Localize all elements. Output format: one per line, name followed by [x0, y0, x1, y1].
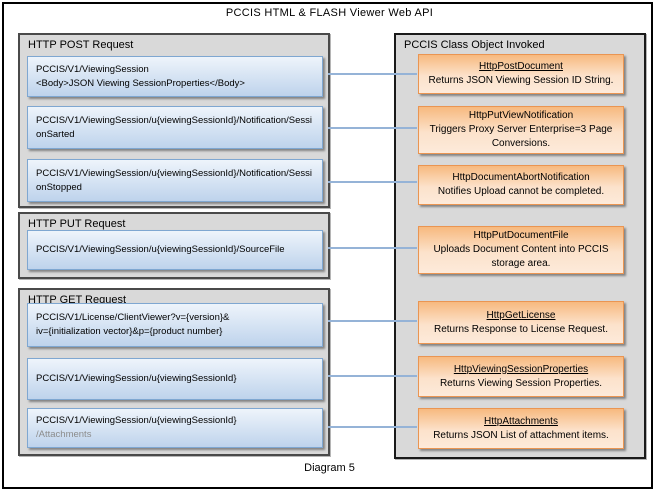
class-box-httpdocumentabortnotification: HttpDocumentAbortNotification Notifies U…: [418, 165, 624, 205]
class-description: Uploads Document Content into PCCIS stor…: [433, 244, 609, 269]
class-description: Returns JSON Viewing Session ID String.: [428, 75, 614, 86]
class-name: HttpDocumentAbortNotification: [452, 172, 590, 183]
pccis-class-object-panel: PCCIS Class Object Invoked HttpPostDocum…: [394, 33, 646, 459]
class-name: HttpPutDocumentFile: [473, 230, 569, 241]
request-box-sourcefile: PCCIS/V1/ViewingSession/u{viewingSession…: [27, 230, 323, 270]
class-description: Triggers Proxy Server Enterprise=3 Page …: [429, 124, 613, 149]
connector-line-viewingsessionproperties: [328, 375, 417, 377]
class-box-httpputviewnotification: HttpPutViewNotification Triggers Proxy S…: [418, 106, 624, 154]
http-get-request-panel: HTTP GET Request PCCIS/V1/License/Client…: [18, 288, 330, 456]
request-box-viewingsession-post: PCCIS/V1/ViewingSession <Body>JSON Viewi…: [27, 56, 323, 97]
request-box-notification-sessionstarted: PCCIS/V1/ViewingSession/u{viewingSession…: [27, 106, 323, 149]
class-name: HttpViewingSessionProperties: [453, 363, 589, 375]
request-box-notification-sessionstopped: PCCIS/V1/ViewingSession/u{viewingSession…: [27, 159, 323, 202]
class-box-httppostdocument: HttpPostDocument Returns JSON Viewing Se…: [418, 54, 624, 94]
http-post-request-panel: HTTP POST Request PCCIS/V1/ViewingSessio…: [18, 33, 330, 208]
class-description: Notifies Upload cannot be completed.: [437, 186, 605, 197]
request-path-text: PCCIS/V1/ViewingSession/u{viewingSession…: [36, 415, 237, 426]
class-description: Returns Viewing Session Properties.: [439, 377, 603, 389]
diagram-title: PCCIS HTML & FLASH Viewer Web API: [225, 7, 434, 19]
class-box-httpgetlicense: HttpGetLicense Returns Response to Licen…: [418, 301, 624, 344]
diagram-caption: Diagram 5: [304, 462, 355, 474]
class-box-httpputdocumentfile: HttpPutDocumentFile Uploads Document Con…: [418, 226, 624, 274]
http-post-request-label: HTTP POST Request: [28, 39, 134, 51]
http-put-request-label: HTTP PUT Request: [28, 218, 126, 230]
connector-line-documentabortnotification: [328, 181, 417, 183]
class-name: HttpPutViewNotification: [468, 110, 574, 121]
class-box-httpattachments: HttpAttachments Returns JSON List of att…: [418, 408, 624, 449]
class-name: HttpAttachments: [484, 415, 558, 427]
request-box-license-clientviewer: PCCIS/V1/License/ClientViewer?v={version…: [27, 303, 323, 347]
class-name: HttpGetLicense: [486, 309, 556, 321]
pccis-class-object-label: PCCIS Class Object Invoked: [404, 39, 545, 51]
request-box-attachments: PCCIS/V1/ViewingSession/u{viewingSession…: [27, 408, 323, 448]
class-box-httpviewingsessionproperties: HttpViewingSessionProperties Returns Vie…: [418, 356, 624, 397]
request-box-viewingsession-get: PCCIS/V1/ViewingSession/u{viewingSession…: [27, 358, 323, 400]
class-name: HttpPostDocument: [479, 61, 563, 72]
connector-line-attachments: [328, 426, 417, 428]
class-description: Returns Response to License Request.: [434, 323, 608, 335]
http-put-request-panel: HTTP PUT Request PCCIS/V1/ViewingSession…: [18, 212, 330, 279]
class-description: Returns JSON List of attachment items.: [433, 429, 609, 441]
connector-line-putdocumentfile: [328, 247, 417, 249]
connector-line-post-document: [328, 73, 417, 75]
connector-line-putviewnotification: [328, 127, 417, 129]
connector-line-getlicense: [328, 320, 417, 322]
request-path-muted-suffix: /Attachments: [36, 429, 92, 440]
